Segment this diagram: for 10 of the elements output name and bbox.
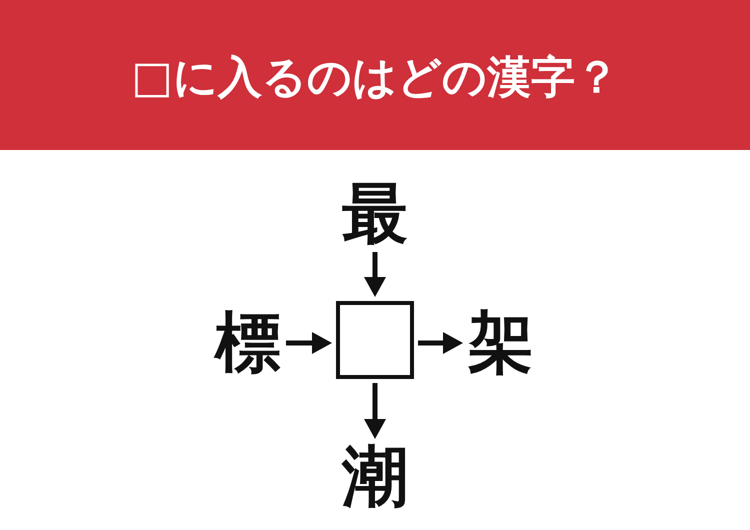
arrow	[418, 332, 463, 354]
title-text: □に入るのはどの漢字？	[131, 56, 619, 100]
kanji-label: 架	[467, 309, 535, 377]
arrow	[364, 383, 386, 439]
kanji-label: 最	[341, 180, 409, 248]
kanji-label: 標	[214, 309, 282, 377]
arrow	[364, 252, 386, 297]
answer-box	[336, 301, 414, 379]
kanji-label: 潮	[341, 443, 409, 511]
arrow	[286, 332, 332, 354]
